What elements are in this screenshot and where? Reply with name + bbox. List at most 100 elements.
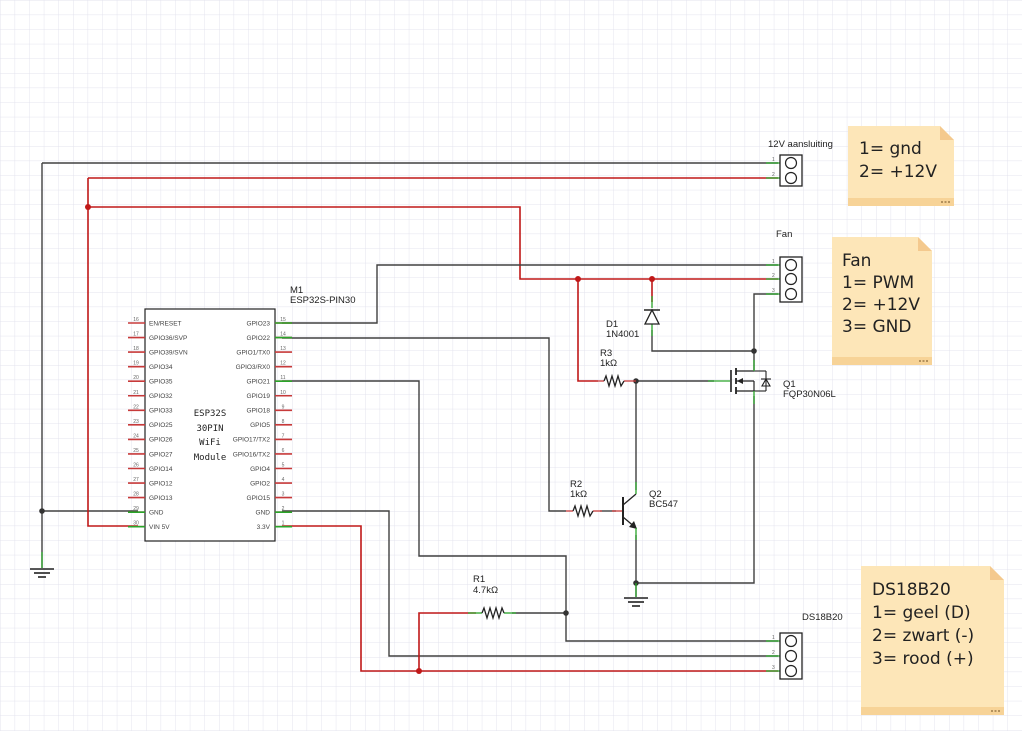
module-pin-number: 9 [282,404,285,410]
module-pin-number: 19 [133,361,139,367]
module-pin-number: 28 [133,492,139,498]
module-pin-number: 27 [133,477,139,483]
note-power-fold [940,126,954,140]
q2-ref: Q2 [649,489,662,500]
note-fan-line-4: 3= GND [842,317,911,337]
connector-12v[interactable]: 12V aansluiting 1 2 [766,139,833,187]
module-pin-label: GPIO25 [149,422,173,429]
connector-fan[interactable]: Fan 1 2 3 [766,229,803,303]
module-pin-number: 3 [282,492,285,498]
connector-ds18b20-label: DS18B20 [802,612,843,623]
module-pin-number: 11 [280,375,285,381]
module-pin-label: GND [256,509,271,516]
junction-dot [416,668,422,674]
connector-ds18b20[interactable]: DS18B20 1 2 3 [766,612,843,680]
svg-text:2: 2 [772,273,775,279]
module-pin-label: GND [149,509,164,516]
module-pin-number: 25 [133,448,139,454]
note-sensor-fold [990,566,1004,580]
resistor-r3[interactable]: R3 1kΩ [596,348,636,389]
module-ref: M1 [290,285,303,296]
diode-d1[interactable]: D1 1N4001 [606,296,661,340]
svg-text:2: 2 [772,650,775,656]
module-pin-label: GPIO35 [149,379,173,386]
module-pin-label: GPIO17/TX2 [233,437,271,444]
r2-ref: R2 [570,479,582,490]
note-sensor-line-3: 2= zwart (-) [872,626,974,646]
module-pin-number: 10 [280,390,286,396]
module-pin-label: GPIO22 [247,335,271,342]
module-pin-label: GPIO14 [149,466,173,473]
module-pin-label: GPIO33 [149,408,173,415]
module-pin-label: VIN 5V [149,524,170,531]
note-sensor-body [861,566,1004,715]
resistor-r1[interactable]: R1 4.7kΩ [468,574,516,621]
module-pin-number: 20 [133,375,139,381]
module-pin-label: GPIO23 [247,320,271,327]
q1-ref: Q1 [783,379,796,390]
note-fan-line-2: 1= PWM [842,273,914,293]
module-pin-label: 3.3V [257,524,271,531]
junction-dot [575,276,581,282]
module-pin-label: GPIO4 [250,466,270,473]
module-pin-number: 8 [282,419,285,425]
chip-text-line-1: ESP32S [194,409,227,419]
note-power-body [848,126,954,206]
chip-text-line-3: WiFi [199,438,221,448]
module-pin-label: GPIO15 [247,495,271,502]
module-pin-label: GPIO13 [149,495,173,502]
module-pin-label: GPIO2 [250,480,270,487]
module-pin-number: 1 [282,521,285,527]
module-pin-label: GPIO18 [247,408,271,415]
module-pin-number: 7 [282,433,285,439]
module-pin-label: GPIO26 [149,437,173,444]
resistor-r2[interactable]: R2 1kΩ [566,479,602,519]
wire-12v-left [87,178,138,527]
module-pin-number: 21 [133,390,139,396]
module-right-pins: 15GPIO2314GPIO2213GPIO1/TX012GPIO3/RX011… [233,317,292,531]
transistor-q2[interactable]: Q2 BC547 [612,482,678,540]
connector-fan-label: Fan [776,229,792,240]
note-sensor-line-2: 1= geel (D) [872,603,971,623]
note-fan-body [832,237,932,365]
note-sensor-line-1: DS18B20 [872,580,951,600]
mosfet-q1[interactable]: Q1 FQP30N06L [708,360,836,404]
wire-3v3-sensor [282,525,778,672]
junction-dot [751,348,757,354]
module-pin-label: GPIO16/TX2 [233,451,271,458]
module-pin-label: GPIO27 [149,451,173,458]
module-pin-number: 13 [280,346,286,352]
module-pin-label: GPIO39/SVN [149,349,188,356]
r2-value: 1kΩ [570,489,587,500]
module-pin-label: GPIO5 [250,422,270,429]
wire-gpio22-r2 [282,337,566,512]
module-pin-label: GPIO21 [247,379,271,386]
wire-3v3-r1 [418,612,476,671]
note-sensor: DS18B20 1= geel (D) 2= zwart (-) 3= rood… [861,566,1004,715]
wire-12v-r3 [577,279,598,382]
